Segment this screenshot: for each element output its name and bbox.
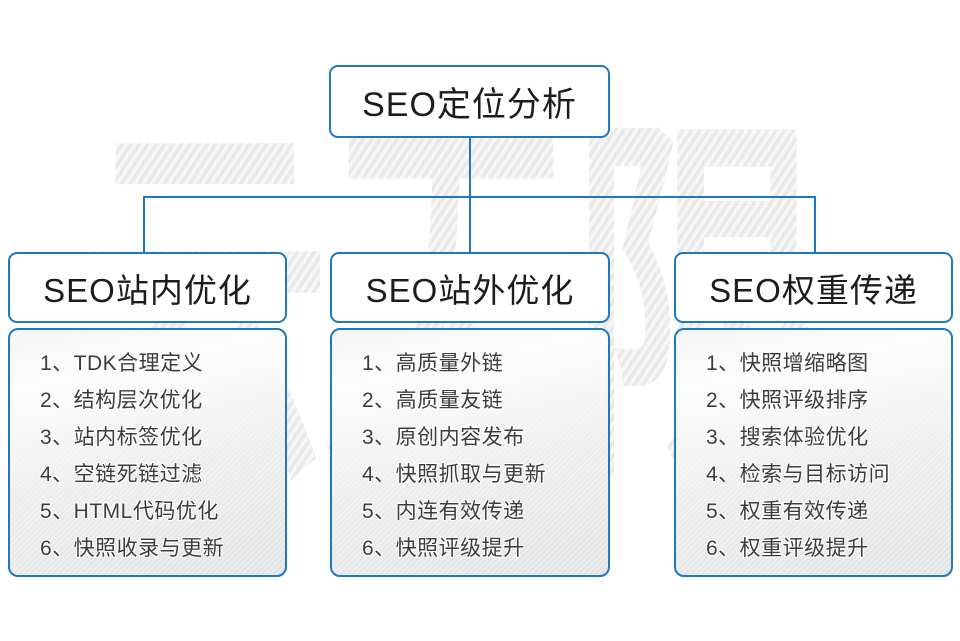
connector-drop-right xyxy=(814,196,816,252)
branch-header-node: SEO权重传递 xyxy=(674,252,953,323)
list-item: 6、快照评级提升 xyxy=(362,537,525,560)
list-item: 5、权重有效传递 xyxy=(706,500,869,523)
connector-drop-mid xyxy=(469,196,471,252)
list-item: 3、站内标签优化 xyxy=(40,426,203,449)
branch-header-label: SEO站外优化 xyxy=(365,271,575,309)
connector-horizontal xyxy=(143,196,815,198)
list-item: 2、快照评级排序 xyxy=(706,389,869,412)
branch-items-panel: 1、高质量外链 2、高质量友链 3、原创内容发布 4、快照抓取与更新 5、内连有效传递 6… xyxy=(330,328,610,577)
branch-items-panel: 1、TDK合理定义 2、结构层次优化 3、站内标签优化 4、空链死链过滤 5、HTML代… xyxy=(8,328,287,577)
branch-header-label: SEO站内优化 xyxy=(43,271,252,309)
list-item: 4、快照抓取与更新 xyxy=(362,463,547,486)
root-node: SEO定位分析 xyxy=(329,65,610,138)
list-item: 6、权重评级提升 xyxy=(706,537,869,560)
list-item: 3、搜索体验优化 xyxy=(706,426,869,449)
list-item: 1、高质量外链 xyxy=(362,352,504,375)
list-item: 3、原创内容发布 xyxy=(362,426,525,449)
list-item: 4、空链死链过滤 xyxy=(40,463,203,486)
branch-items-list: 1、高质量外链 2、高质量友链 3、原创内容发布 4、快照抓取与更新 5、内连有效传递 6… xyxy=(332,330,608,567)
branch-header-label: SEO权重传递 xyxy=(709,271,918,309)
branch-items-panel: 1、快照增缩略图 2、快照评级排序 3、搜索体验优化 4、检索与目标访问 5、权重有效传… xyxy=(674,328,953,577)
list-item: 2、高质量友链 xyxy=(362,389,504,412)
list-item: 1、TDK合理定义 xyxy=(40,352,204,375)
list-item: 2、结构层次优化 xyxy=(40,389,203,412)
branch-column: SEO站内优化 1、TDK合理定义 2、结构层次优化 3、站内标签优化 4、空链死链过… xyxy=(8,252,287,577)
connector-root-stem xyxy=(469,138,471,196)
branch-column: SEO权重传递 1、快照增缩略图 2、快照评级排序 3、搜索体验优化 4、检索与目标访… xyxy=(674,252,953,577)
list-item: 6、快照收录与更新 xyxy=(40,537,225,560)
list-item: 5、内连有效传递 xyxy=(362,500,525,523)
list-item: 1、快照增缩略图 xyxy=(706,352,869,375)
branch-header-node: SEO站外优化 xyxy=(330,252,610,323)
branch-header-node: SEO站内优化 xyxy=(8,252,287,323)
root-node-label: SEO定位分析 xyxy=(362,86,577,124)
list-item: 4、检索与目标访问 xyxy=(706,463,891,486)
branch-items-list: 1、快照增缩略图 2、快照评级排序 3、搜索体验优化 4、检索与目标访问 5、权重有效传… xyxy=(676,330,951,567)
branch-column: SEO站外优化 1、高质量外链 2、高质量友链 3、原创内容发布 4、快照抓取与更新 5… xyxy=(330,252,610,577)
connector-drop-left xyxy=(143,196,145,252)
list-item: 5、HTML代码优化 xyxy=(40,500,219,523)
branch-items-list: 1、TDK合理定义 2、结构层次优化 3、站内标签优化 4、空链死链过滤 5、HTML代… xyxy=(10,330,285,567)
